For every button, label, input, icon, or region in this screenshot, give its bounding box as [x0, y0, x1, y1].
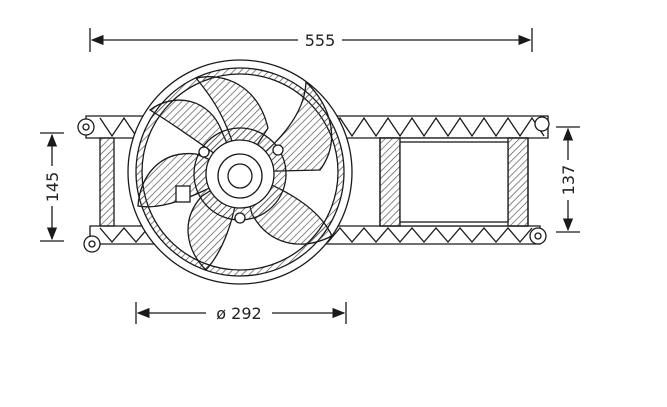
- motor-bolt: [234, 212, 246, 224]
- fan-blade: [237, 80, 333, 173]
- dimension-overall-width: 555: [89, 28, 533, 52]
- mount-lug-top-right: [534, 116, 550, 132]
- fan-diameter-label: ø 292: [216, 304, 261, 323]
- mount-lug-bottom-left: [83, 235, 101, 253]
- dimension-left-height: 145: [40, 132, 64, 242]
- dimension-right-height: 137: [556, 126, 580, 233]
- mount-lug-top-left: [77, 118, 95, 136]
- motor-bolt: [272, 144, 284, 156]
- overall-width-label: 555: [305, 31, 336, 50]
- dimension-fan-diameter: ø 292: [135, 302, 347, 324]
- motor-bolt: [198, 146, 210, 158]
- motor-connector: [175, 185, 191, 203]
- fan-blades: [137, 76, 333, 271]
- left-height-label: 145: [43, 172, 62, 203]
- mount-lug-bottom-right: [529, 227, 547, 245]
- fan: [127, 59, 353, 285]
- right-height-label: 137: [559, 165, 578, 196]
